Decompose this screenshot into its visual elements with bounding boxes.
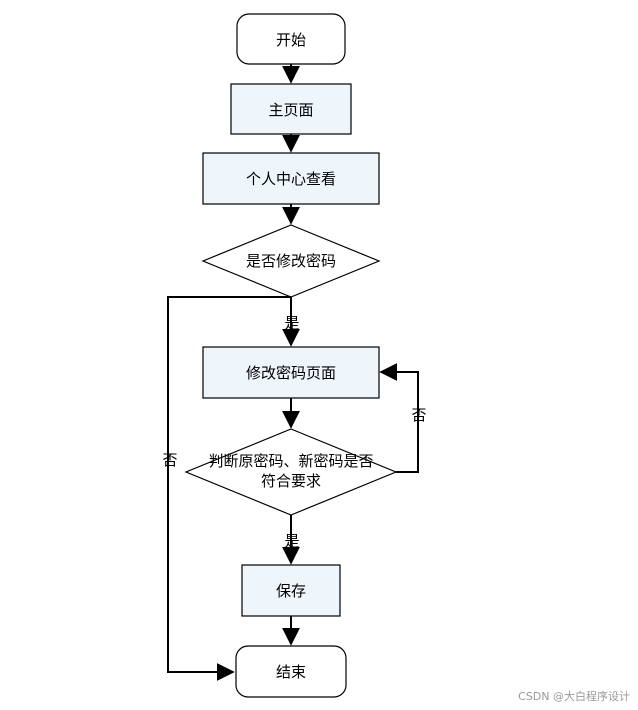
personal-center-label: 个人中心查看 (246, 170, 336, 188)
decision-check-line1: 判断原密码、新密码是否 (208, 452, 373, 470)
save-node: 保存 (241, 564, 341, 617)
end-label: 结束 (276, 663, 306, 681)
edge-no-to-end (167, 296, 291, 681)
watermark: CSDN @大白程序设计 (518, 690, 630, 703)
decision-change-password: 是否修改密码 (201, 224, 381, 298)
home-label: 主页面 (268, 101, 313, 119)
end-node: 结束 (235, 645, 347, 698)
decision-check-line2: 符合要求 (261, 472, 321, 490)
start-label: 开始 (276, 31, 306, 49)
edge-no-loop-back (379, 363, 419, 473)
decision-change-password-label: 是否修改密码 (246, 252, 336, 270)
no-label-right: 否 (411, 406, 426, 424)
home-node: 主页面 (230, 83, 352, 135)
change-password-page-node: 修改密码页面 (202, 346, 380, 399)
change-password-page-label: 修改密码页面 (246, 364, 336, 382)
start-node: 开始 (236, 13, 346, 65)
save-label: 保存 (276, 582, 306, 600)
no-label-left: 否 (162, 451, 177, 469)
yes-label-2: 是 (284, 532, 299, 550)
personal-center-node: 个人中心查看 (202, 152, 380, 205)
decision-check-passwords: 判断原密码、新密码是否 符合要求 (184, 428, 398, 516)
yes-label-1: 是 (284, 314, 299, 332)
